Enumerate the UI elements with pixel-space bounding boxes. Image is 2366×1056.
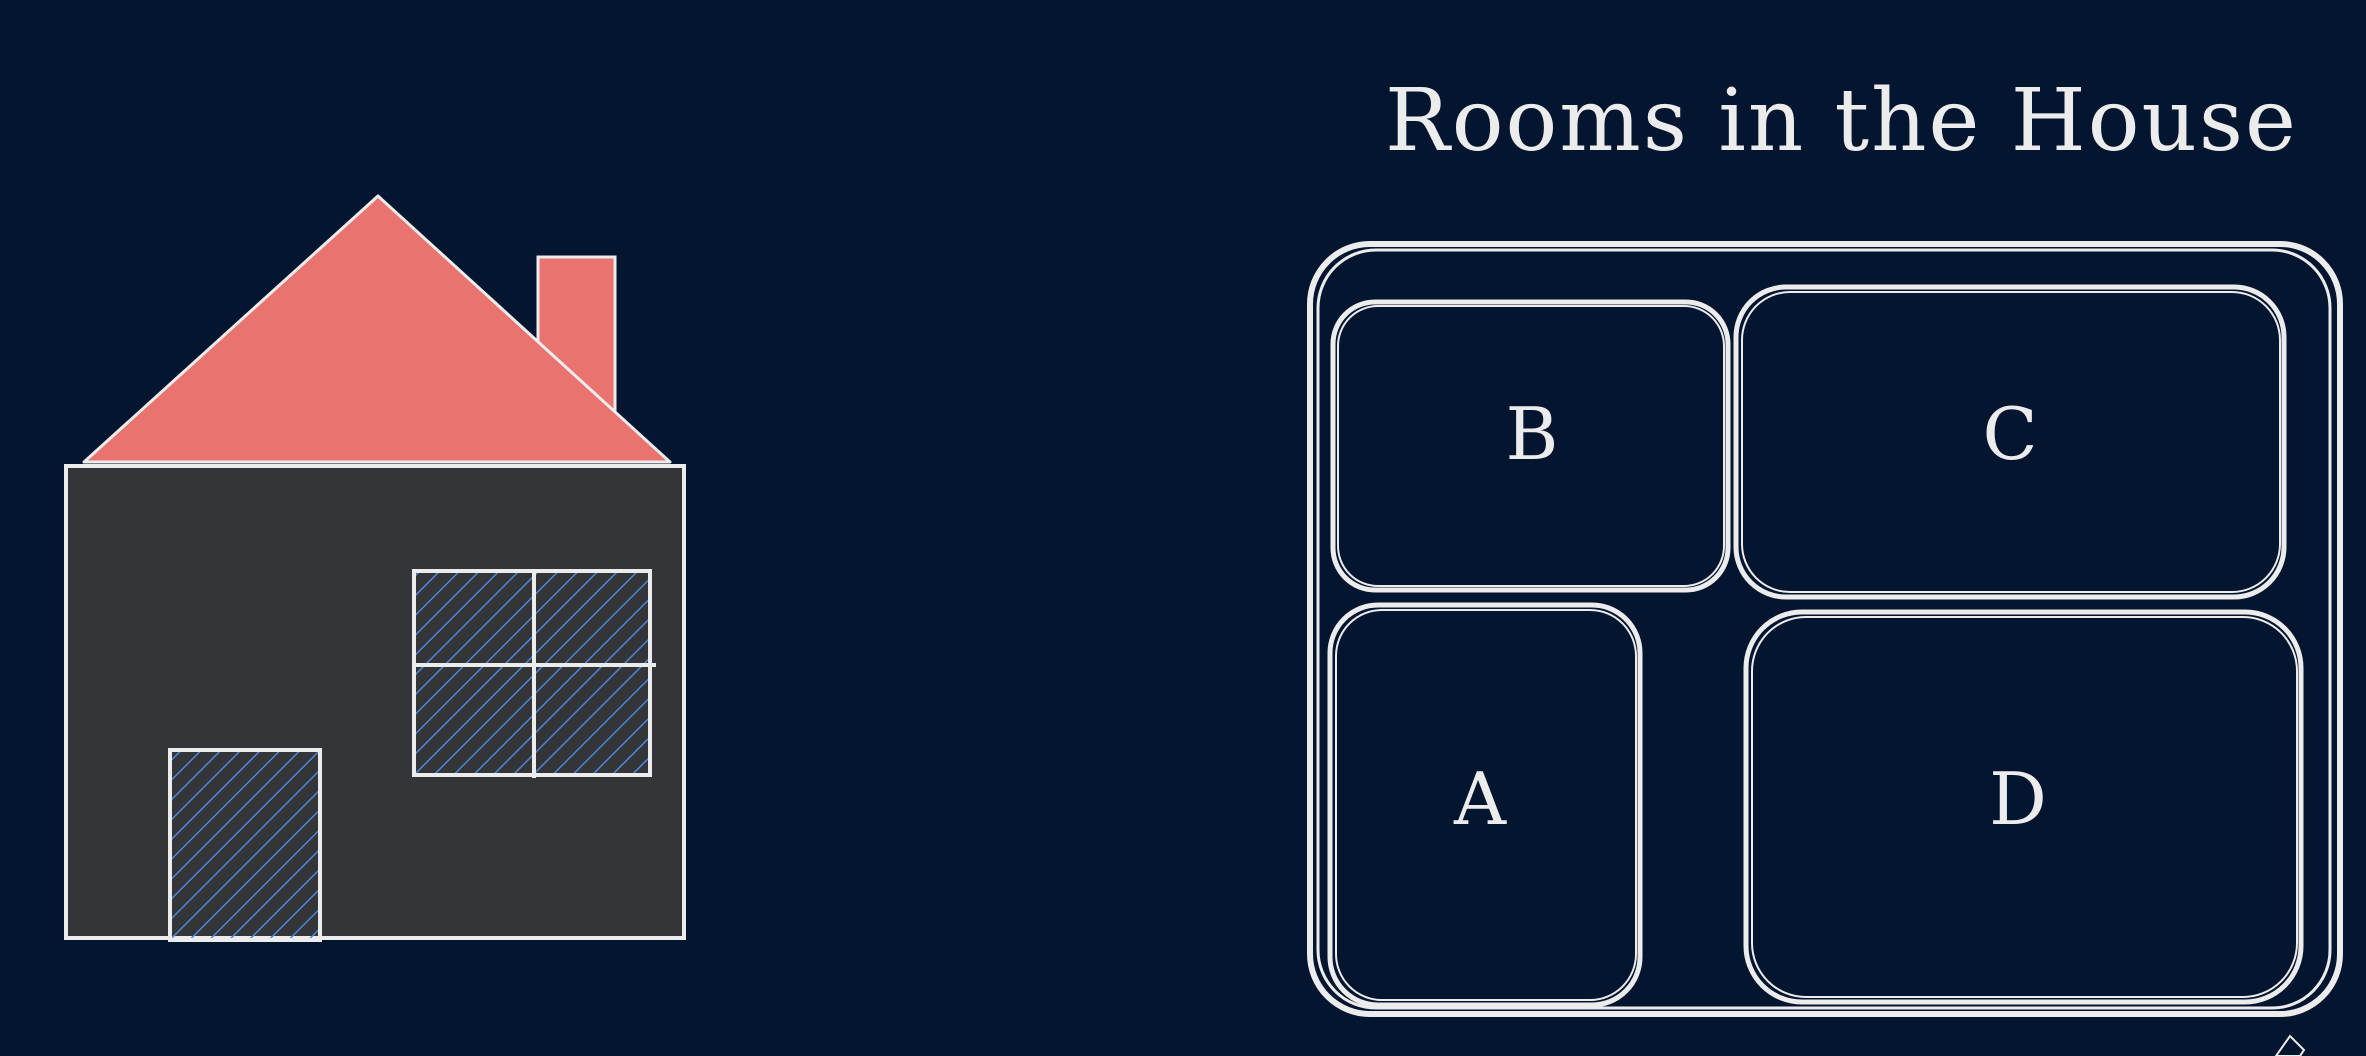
room-d: D <box>1743 609 2304 1005</box>
house-floorplan: B C A D <box>1307 241 2343 1017</box>
room-b: B <box>1330 299 1731 593</box>
room-a: A <box>1327 602 1643 1008</box>
door <box>168 748 322 942</box>
roof <box>82 194 672 464</box>
pen-icon[interactable] <box>2274 1034 2306 1056</box>
room-d-label: D <box>1989 757 2047 841</box>
diagram-title: Rooms in the House <box>1385 71 2298 171</box>
window <box>412 569 656 778</box>
room-c-label: C <box>1982 392 2037 476</box>
room-a-label: A <box>1453 757 1507 841</box>
room-b-label: B <box>1506 392 1559 476</box>
room-c: C <box>1733 284 2287 600</box>
house-illustration <box>64 194 686 942</box>
